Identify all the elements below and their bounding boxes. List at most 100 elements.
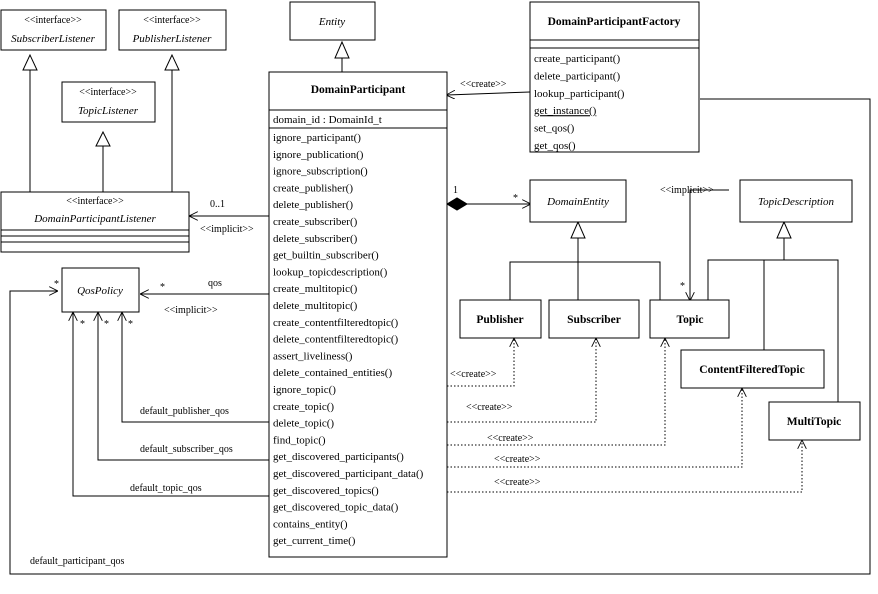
subscriberlistener-stereotype: <<interface>> bbox=[24, 15, 82, 26]
class-domainparticipant bbox=[268, 71, 448, 558]
label-default-subscriber-qos: default_subscriber_qos bbox=[140, 444, 233, 455]
class-qospolicy bbox=[61, 267, 140, 313]
operation: get_qos() bbox=[534, 140, 576, 152]
factory-name: DomainParticipantFactory bbox=[548, 16, 681, 28]
class-subscriber bbox=[548, 299, 640, 339]
assoc-default-participant-qos bbox=[9, 98, 871, 575]
composition-diamond bbox=[446, 197, 468, 211]
operation: lookup_topicdescription() bbox=[273, 266, 388, 278]
class-domainparticipantfactory bbox=[529, 1, 700, 153]
operation: get_discovered_topics() bbox=[273, 485, 379, 497]
operation: delete_contained_entities() bbox=[273, 367, 392, 379]
operation: ignore_subscription() bbox=[273, 166, 368, 178]
operation: create_subscriber() bbox=[273, 216, 358, 228]
publisherlistener-stereotype: <<interface>> bbox=[143, 15, 201, 26]
dplistener-stereotype: <<interface>> bbox=[66, 196, 124, 207]
assoc-default-publisher-qos bbox=[122, 313, 269, 423]
domainparticipant-name: DomainParticipant bbox=[311, 84, 406, 96]
operation: ignore_participant() bbox=[273, 132, 361, 144]
operation: assert_liveliness() bbox=[273, 350, 353, 362]
dep-create-publisher bbox=[447, 339, 514, 387]
operation: ignore_publication() bbox=[273, 149, 364, 161]
operation: set_qos() bbox=[534, 123, 575, 135]
operation: delete_publisher() bbox=[273, 199, 353, 211]
label-default-publisher-qos: default_publisher_qos bbox=[140, 406, 229, 417]
domainentity-name: DomainEntity bbox=[546, 196, 609, 208]
label-composition-one: 1 bbox=[453, 185, 458, 196]
operation: get_discovered_topic_data() bbox=[273, 502, 399, 514]
dep-create-cft bbox=[447, 389, 742, 468]
operation: delete_participant() bbox=[534, 70, 620, 82]
assoc-implicit-topic bbox=[690, 189, 729, 300]
gen-domainentity-branches bbox=[509, 261, 661, 300]
subscriber-name: Subscriber bbox=[567, 314, 621, 326]
label-implicit-listener: <<implicit>> bbox=[200, 224, 254, 235]
operation: contains_entity() bbox=[273, 518, 348, 530]
class-subscriberlistener bbox=[0, 9, 107, 51]
qospolicy-name: QosPolicy bbox=[77, 285, 123, 297]
triangle-domainentity bbox=[570, 220, 586, 239]
dplistener-name: DomainParticipantListener bbox=[33, 213, 156, 225]
triangle-publisherlistener bbox=[164, 53, 180, 71]
operation: lookup_participant() bbox=[534, 88, 625, 100]
class-publisher bbox=[459, 299, 542, 339]
label-default-participant-qos: default_participant_qos bbox=[30, 556, 125, 567]
label-star-participant-qos: * bbox=[54, 279, 59, 290]
contentfilteredtopic-name: ContentFilteredTopic bbox=[699, 364, 804, 376]
class-topiclistener bbox=[61, 81, 156, 123]
assoc-default-topic-qos bbox=[73, 313, 269, 497]
factory-operations: create_participant() delete_participant()… bbox=[534, 53, 625, 152]
operation: get_discovered_participants() bbox=[273, 451, 404, 463]
label-listener-multiplicity: 0..1 bbox=[210, 199, 225, 210]
label-create-topic: <<create>> bbox=[487, 433, 534, 444]
operation: create_publisher() bbox=[273, 182, 353, 194]
operation: get_current_time() bbox=[273, 535, 356, 547]
label-default-topic-qos: default_topic_qos bbox=[130, 483, 202, 494]
topicdescription-name: TopicDescription bbox=[758, 196, 834, 208]
dep-create-topic bbox=[447, 339, 665, 446]
operation: delete_contentfilteredtopic() bbox=[273, 334, 399, 346]
label-topic-multiplicity: * bbox=[680, 281, 685, 292]
operation: delete_multitopic() bbox=[273, 300, 358, 312]
label-create-multitopic: <<create>> bbox=[494, 477, 541, 488]
domainparticipant-operations: ignore_participant() ignore_publication()… bbox=[273, 132, 424, 547]
label-star-publisher-qos: * bbox=[128, 319, 133, 330]
triangle-topiclistener bbox=[95, 130, 111, 147]
class-entity bbox=[289, 1, 376, 41]
class-topic bbox=[649, 299, 730, 339]
operation: find_topic() bbox=[273, 434, 326, 446]
operation: create_contentfilteredtopic() bbox=[273, 317, 399, 329]
label-implicit-qos: <<implicit>> bbox=[164, 305, 218, 316]
publisher-name: Publisher bbox=[476, 314, 523, 326]
class-topicdescription bbox=[739, 179, 853, 223]
dep-create-multitopic bbox=[447, 441, 802, 493]
triangle-subscriberlistener bbox=[22, 53, 38, 71]
triangle-topicdescription bbox=[776, 220, 792, 239]
class-publisherlistener bbox=[118, 9, 227, 51]
topiclistener-name: TopicListener bbox=[78, 105, 139, 117]
class-domainentity bbox=[529, 179, 627, 223]
label-create-publisher: <<create>> bbox=[450, 369, 497, 380]
publisherlistener-name: PublisherListener bbox=[132, 33, 213, 45]
topiclistener-stereotype: <<interface>> bbox=[79, 87, 137, 98]
operation: get_instance() bbox=[534, 105, 597, 117]
label-create-cft: <<create>> bbox=[494, 454, 541, 465]
gen-topicdescription-branches bbox=[707, 259, 839, 402]
operation: create_topic() bbox=[273, 401, 334, 413]
topic-name: Topic bbox=[676, 314, 703, 326]
class-multitopic bbox=[768, 401, 861, 441]
entity-name: Entity bbox=[318, 16, 345, 28]
label-star-topic-qos: * bbox=[80, 319, 85, 330]
class-contentfilteredtopic bbox=[680, 349, 825, 389]
label-implicit-topic: <<implicit>> bbox=[660, 185, 714, 196]
label-create-subscriber: <<create>> bbox=[466, 402, 513, 413]
label-qos-multiplicity: * bbox=[160, 282, 165, 293]
operation: delete_topic() bbox=[273, 418, 334, 430]
assoc-default-subscriber-qos bbox=[98, 313, 269, 461]
assoc-factory-create bbox=[447, 92, 531, 95]
triangle-entity bbox=[334, 40, 350, 59]
operation: create_multitopic() bbox=[273, 283, 358, 295]
operation: create_participant() bbox=[534, 53, 620, 65]
domainparticipant-attribute: domain_id : DomainId_t bbox=[273, 114, 382, 126]
